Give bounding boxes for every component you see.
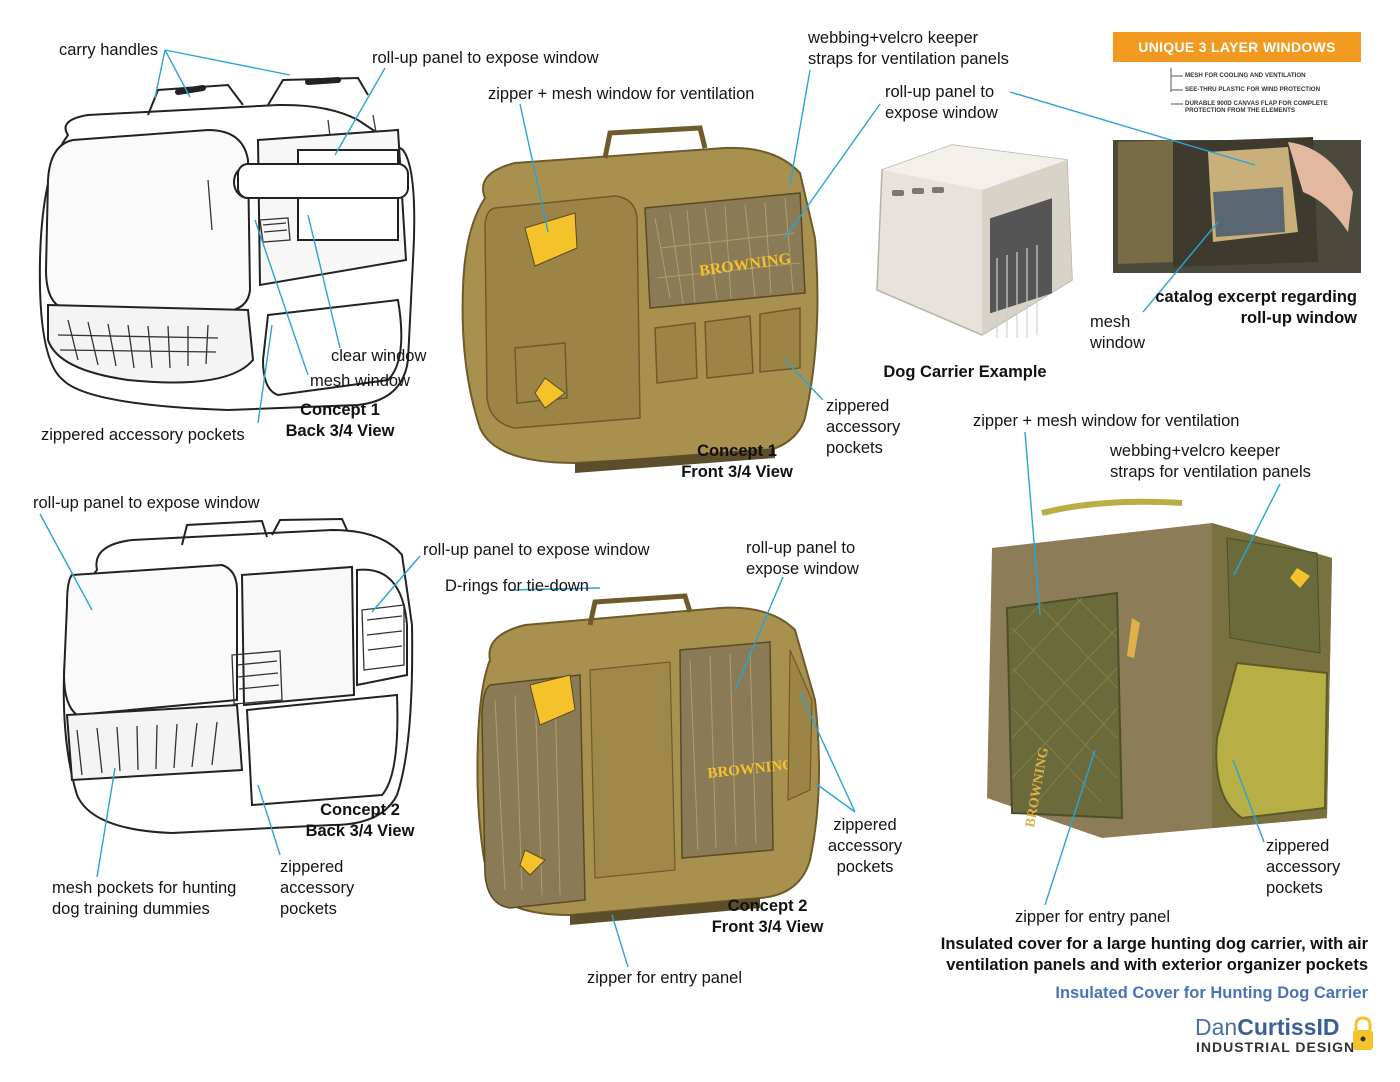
caption-c2-back-line1: Concept 2: [320, 801, 400, 819]
catalog-note: DURABLE 900D CANVAS FLAP FOR COMPLETE: [1185, 100, 1328, 107]
label-pockets-c2-back-line2: accessory: [280, 879, 355, 897]
catalog-note: SEE-THRU PLASTIC FOR WIND PROTECTION: [1185, 86, 1321, 93]
label-rollup-c2-front-line1: roll-up panel to: [746, 539, 856, 557]
label-zipper-mesh-c1: zipper + mesh window for ventilation: [488, 85, 755, 103]
concept2-back-sketch: [62, 517, 414, 835]
label-pockets-c2-back-line3: pockets: [280, 900, 337, 918]
caption-c1-back-line1: Concept 1: [300, 401, 380, 419]
label-mesh-window: mesh window: [310, 372, 410, 390]
catalog-excerpt: UNIQUE 3 LAYER WINDOWS MESH FOR COOLING …: [1113, 32, 1361, 273]
label-mesh-pockets-line2: dog training dummies: [52, 900, 210, 918]
label-rollup-c2-back: roll-up panel to expose window: [33, 494, 260, 512]
caption-final-line1: Insulated cover for a large hunting dog …: [940, 935, 1368, 953]
caption-c2-front-line1: Concept 2: [727, 897, 808, 915]
catalog-note: MESH FOR COOLING AND VENTILATION: [1185, 72, 1306, 79]
logo-wordmark: DanCurtissID: [1195, 1014, 1339, 1040]
label-mesh-pockets-line1: mesh pockets for hunting: [52, 879, 237, 897]
footer-title: Insulated Cover for Hunting Dog Carrier: [1055, 984, 1368, 1002]
caption-catalog-line1: catalog excerpt regarding: [1155, 288, 1357, 306]
label-pockets-c2-front-line1: zippered: [833, 816, 897, 834]
catalog-photo: [1113, 68, 1361, 273]
label-zipper-mesh-final: zipper + mesh window for ventilation: [973, 412, 1240, 430]
label-rollup-c2-front-line2: expose window: [746, 560, 859, 578]
label-pockets-c1-back: zippered accessory pockets: [41, 426, 245, 444]
label-pockets-c2-front-line2: accessory: [827, 837, 903, 855]
label-drings: D-rings for tie-down: [445, 577, 589, 595]
label-clear-window: clear window: [331, 347, 427, 365]
label-rollup-c1-front-line2: expose window: [885, 104, 998, 122]
label-pockets-c2-front-line3: pockets: [836, 858, 894, 876]
padlock-icon: [1353, 1016, 1373, 1050]
label-pockets-final-line1: zippered: [1266, 837, 1330, 855]
concept1-front-render: BROWNING: [461, 125, 819, 473]
label-pockets-c1-front-line1: zippered: [826, 397, 890, 415]
catalog-note: PROTECTION FROM THE ELEMENTS: [1185, 107, 1296, 114]
label-zipper-entry-c2: zipper for entry panel: [587, 969, 743, 987]
logo-subtitle: INDUSTRIAL DESIGN: [1196, 1039, 1356, 1055]
label-rollup-c1-front-line1: roll-up panel to: [885, 83, 995, 101]
label-webbing-c1-line1: webbing+velcro keeper: [808, 29, 979, 47]
caption-c1-front-line2: Front 3/4 View: [681, 463, 793, 481]
label-rollup-c1-back: roll-up panel to expose window: [372, 49, 599, 67]
concept1-back-sketch: [38, 76, 416, 412]
caption-c1-front-line1: Concept 1: [697, 442, 777, 460]
label-carry-handles: carry handles: [59, 41, 159, 59]
label-webbing-final-line1: webbing+velcro keeper: [1110, 442, 1281, 460]
catalog-heading: UNIQUE 3 LAYER WINDOWS: [1113, 32, 1361, 62]
label-pockets-final-line2: accessory: [1266, 858, 1341, 876]
label-pockets-c2-back-line1: zippered: [280, 858, 344, 876]
caption-c2-front-line2: Front 3/4 View: [711, 918, 824, 936]
caption-dog-carrier: Dog Carrier Example: [883, 363, 1047, 381]
label-mesh-catalog-line2: window: [1090, 334, 1146, 352]
caption-final-line2: ventilation panels and with exterior org…: [946, 956, 1368, 974]
label-pockets-final-line3: pockets: [1266, 879, 1323, 897]
caption-catalog-line2: roll-up window: [1240, 309, 1357, 327]
dog-carrier-photo: [876, 144, 1073, 338]
catalog-notes: MESH FOR COOLING AND VENTILATION SEE-THR…: [1113, 62, 1361, 140]
label-webbing-final-line2: straps for ventilation panels: [1110, 463, 1311, 481]
logo-first: Dan: [1195, 1014, 1238, 1040]
concept2-front-render: BROWNING: [476, 593, 820, 925]
final-product-photo: BROWNING: [987, 498, 1332, 838]
label-zipper-entry-final: zipper for entry panel: [1015, 908, 1171, 926]
label-pockets-c1-front-line3: pockets: [826, 439, 883, 457]
logo-second: CurtissID: [1237, 1014, 1340, 1040]
label-webbing-c1-line2: straps for ventilation panels: [808, 50, 1009, 68]
caption-c2-back-line2: Back 3/4 View: [305, 822, 415, 840]
caption-c1-back-line2: Back 3/4 View: [285, 422, 395, 440]
label-pockets-c1-front-line2: accessory: [826, 418, 901, 436]
label-rollup-c2-side: roll-up panel to expose window: [423, 541, 650, 559]
label-mesh-catalog-line1: mesh: [1090, 313, 1131, 331]
